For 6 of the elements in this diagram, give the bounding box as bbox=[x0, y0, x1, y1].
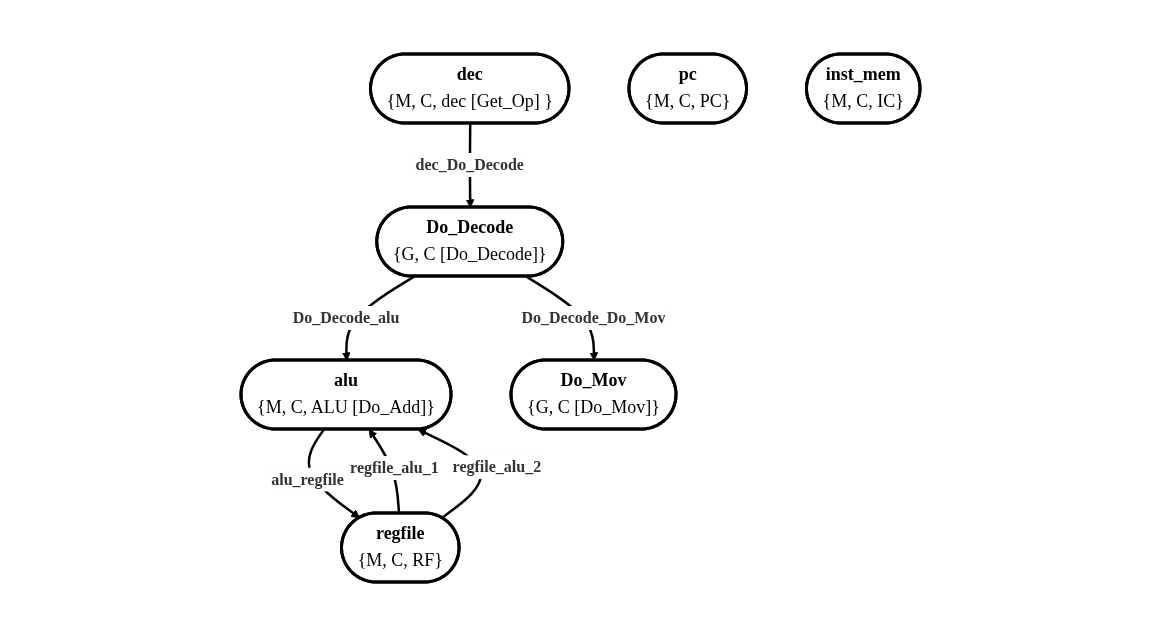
edge-label: regfile_alu_2 bbox=[453, 458, 542, 476]
edge-label: Do_Decode_Do_Mov bbox=[521, 308, 666, 326]
edge-label: regfile_alu_1 bbox=[350, 459, 440, 477]
edge-label: dec_Do_Decode bbox=[416, 156, 525, 173]
edge-label: Do_Decode_alu bbox=[293, 308, 400, 326]
edge-label: alu_regfile bbox=[271, 470, 345, 488]
